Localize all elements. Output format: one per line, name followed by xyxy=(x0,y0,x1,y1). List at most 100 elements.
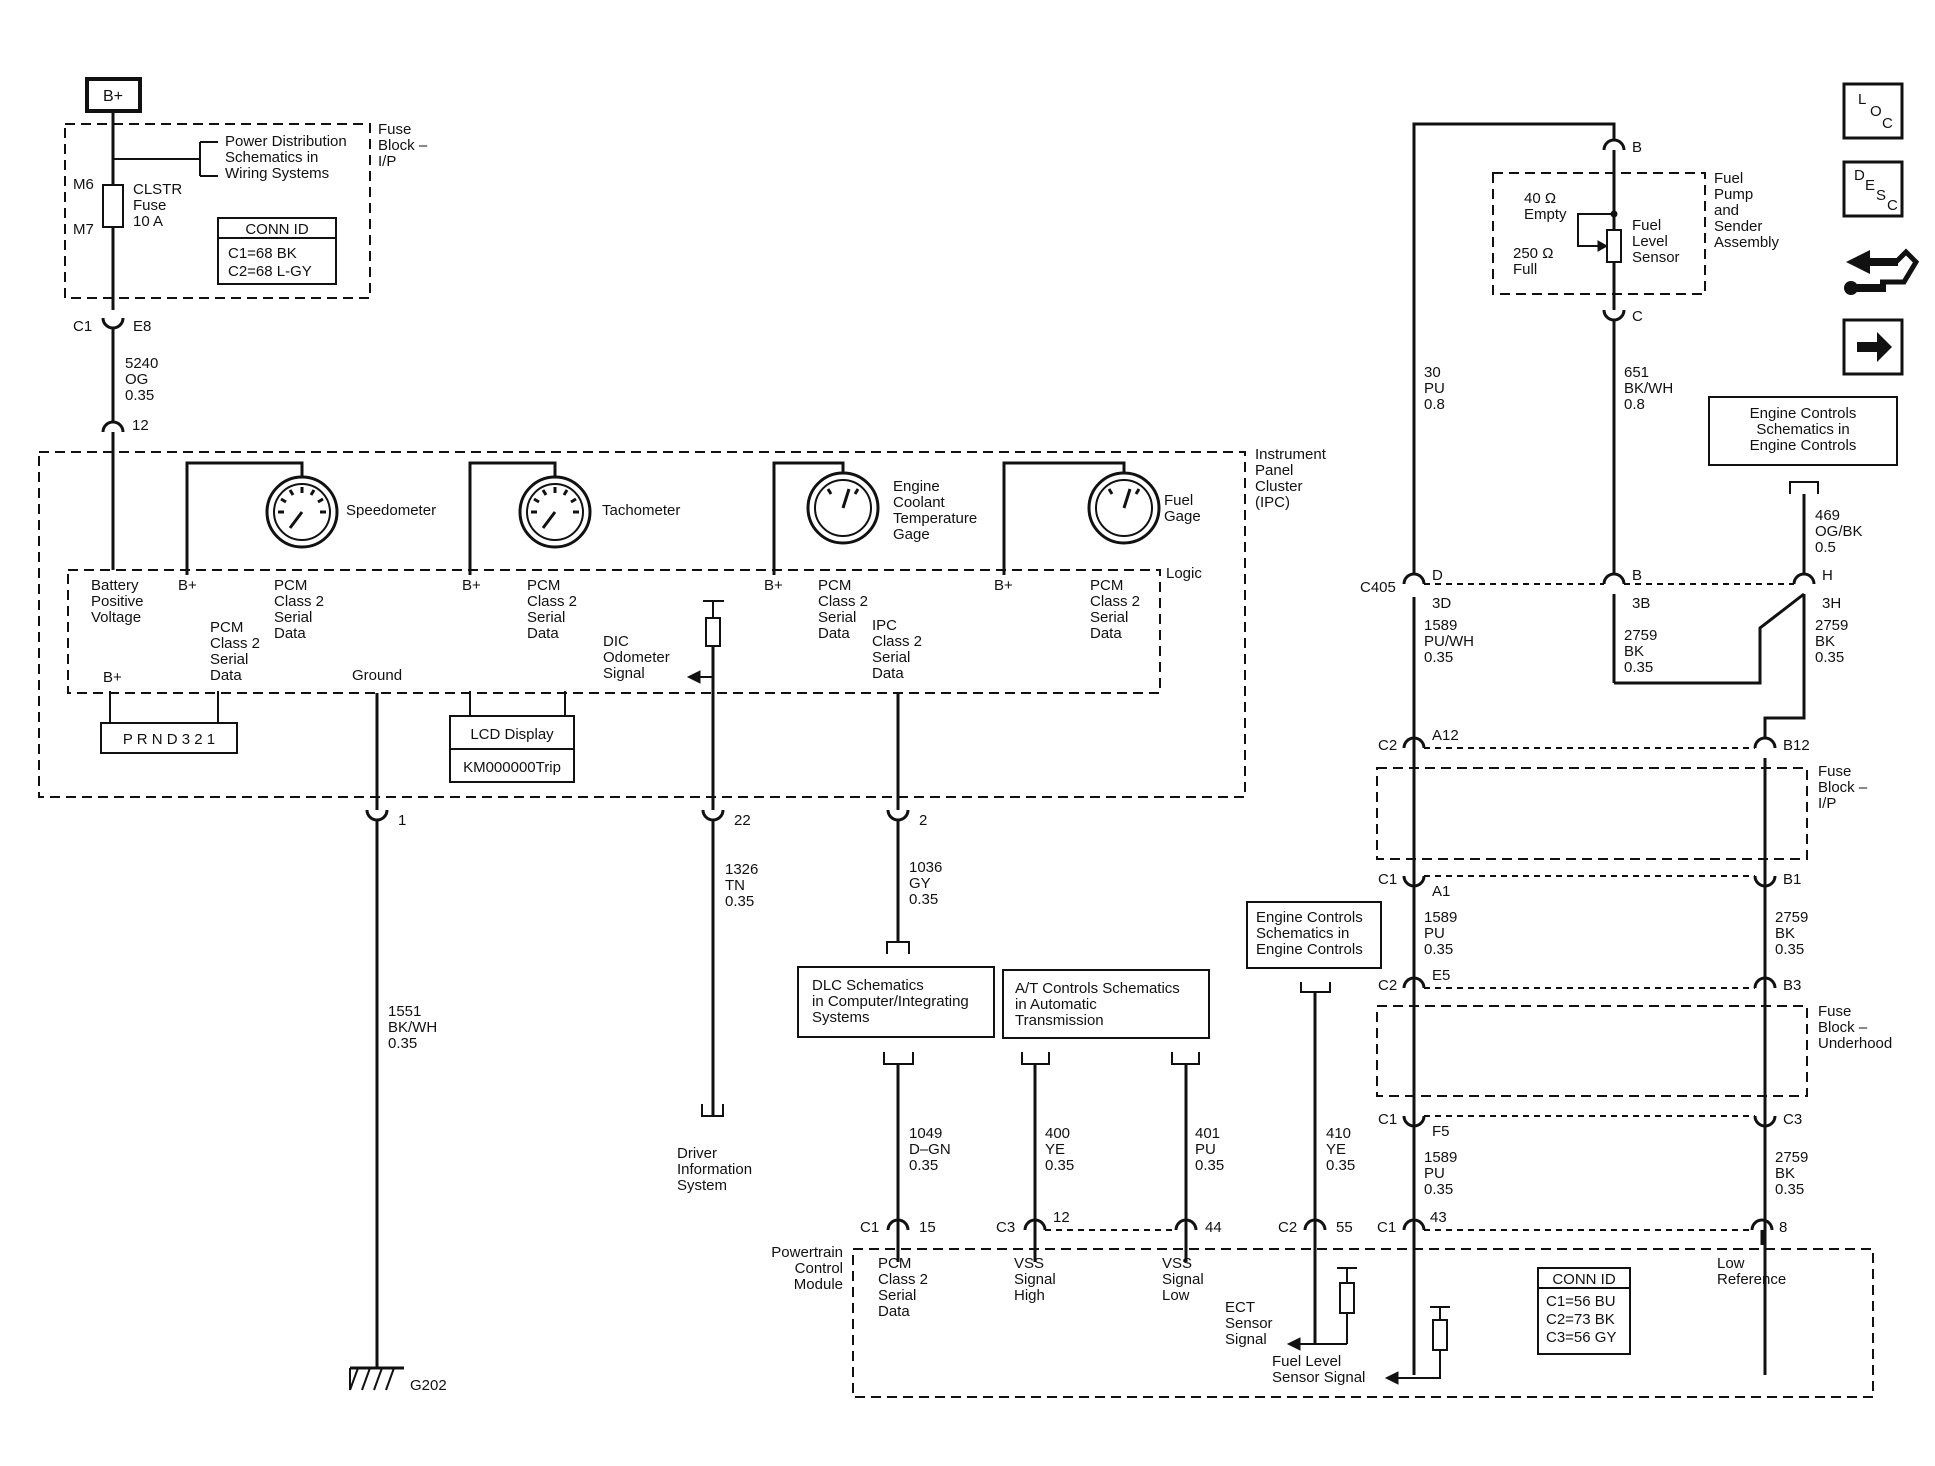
ipc-title: Instrument Panel Cluster (IPC) xyxy=(1255,446,1327,511)
ipc-ipc-class2-2-text: Serial xyxy=(872,649,910,666)
dic-pullup-resistor xyxy=(705,617,721,647)
fb-ip2-0-text: Fuse xyxy=(1818,763,1851,780)
pcm-vss-low-2-text: Low xyxy=(1162,1287,1190,1304)
engine-controls-ref-469[interactable]: Engine Controls Schematics in Engine Con… xyxy=(1708,396,1898,466)
connector-pin-12 xyxy=(101,420,125,433)
pcm-conn-lines-2-text: C3=56 GY xyxy=(1546,1329,1616,1346)
wire-segment xyxy=(1002,461,1126,575)
wire-1036-0-text: 1036 xyxy=(909,859,942,876)
fuse-block-underhood-title: Fuse Block – Underhood xyxy=(1818,1003,1892,1052)
pcm-class2-0-text: PCM xyxy=(878,1255,911,1272)
wire-651-1-text: BK/WH xyxy=(1624,380,1673,397)
wire-401-label: 401 PU 0.35 xyxy=(1195,1125,1224,1174)
wire-segment xyxy=(701,1104,724,1117)
ect-gauge: Engine Coolant Temperature Gage xyxy=(772,461,977,575)
wire-400-label: 400 YE 0.35 xyxy=(1045,1125,1074,1174)
icons-desc-0-text: D xyxy=(1854,167,1865,184)
fuse-block-ip-conn-lines-1-text: C2=68 L-GY xyxy=(228,263,312,280)
pcm-fuel-signal-1-text: Sensor Signal xyxy=(1272,1369,1365,1386)
ipc-pcm-class2-1-text: Class 2 xyxy=(274,593,324,610)
c2-top-b12-text: B12 xyxy=(1783,737,1810,754)
ect-sensor-signal-label: ECT Sensor Signal xyxy=(1225,1299,1273,1348)
fuel-full-label: 250 Ω Full xyxy=(1513,245,1553,278)
at-ref-1-text: in Automatic xyxy=(1015,996,1097,1013)
wire-segment xyxy=(288,489,295,496)
icons-desc-3-text: C xyxy=(1887,197,1898,214)
wire-30-0-text: 30 xyxy=(1424,364,1441,381)
fuel-pump-full-1-text: Full xyxy=(1513,261,1537,278)
tach-pcm-data-label: PCM Class 2 Serial Data xyxy=(527,577,577,642)
c1-mid-a1-text: A1 xyxy=(1432,883,1450,900)
fuel-gage-label: Fuel Gage xyxy=(1164,492,1201,525)
ipc-pcm-class2-3-text: Data xyxy=(274,625,306,642)
wire-30-2-text: 0.8 xyxy=(1424,396,1445,413)
c2-mid-e5-text: E5 xyxy=(1432,967,1450,984)
wire-segment xyxy=(841,488,851,509)
wire-segment xyxy=(772,461,845,575)
ipc-pcm-class2-1-text: Class 2 xyxy=(1090,593,1140,610)
wire-segment xyxy=(185,461,304,575)
ipc-title-3-text: (IPC) xyxy=(1255,494,1290,511)
fb-uh-0-text: Fuse xyxy=(1818,1003,1851,1020)
wire-segment xyxy=(1844,281,1858,295)
ipc-pcm-class2-0-text: PCM xyxy=(818,577,851,594)
next-arrow-icon[interactable] xyxy=(1842,318,1904,376)
wire-segment xyxy=(1597,240,1609,252)
at-controls-schematics-ref[interactable]: A/T Controls Schematics in Automatic Tra… xyxy=(1002,969,1210,1039)
engine-controls-ref-ect[interactable]: Engine Controls Schematics in Engine Con… xyxy=(1246,901,1382,969)
wire-410-0-text: 410 xyxy=(1326,1125,1351,1142)
fuel-level-sensor-label: Fuel Level Sensor xyxy=(1632,217,1680,266)
fuse-block-ip-title-1-text: Block – xyxy=(378,137,428,154)
wire-segment xyxy=(1171,1052,1200,1065)
ipc-pcm-class2-2-text: Serial xyxy=(818,609,856,626)
diagnostic-tool-icon[interactable] xyxy=(1844,248,1920,295)
wire-segment xyxy=(1023,1218,1047,1231)
power-distribution-ref[interactable]: Power Distribution Schematics in Wiring … xyxy=(225,133,347,182)
ground-g202-icon xyxy=(349,1366,404,1391)
fuse-block-ip-fuse-2-text: 10 A xyxy=(133,213,163,230)
prnd-display-text: P R N D 3 2 1 xyxy=(123,731,215,748)
ipc-pin-1 xyxy=(365,809,389,822)
fuel-pump-title: Fuel Pump and Sender Assembly xyxy=(1714,170,1780,251)
fuse-block-underhood-box xyxy=(1376,1005,1808,1097)
pcm-vss-high-2-text: High xyxy=(1014,1287,1045,1304)
connector-c1-a1-b1 xyxy=(1402,875,1777,888)
ipc-battery-0-text: Battery xyxy=(91,577,139,594)
wire-1326-1-text: TN xyxy=(725,877,745,894)
at-ref-0-text: A/T Controls Schematics xyxy=(1015,980,1180,997)
ipc-fuel-gage-1-text: Gage xyxy=(1164,508,1201,525)
loc-icon[interactable]: L O C xyxy=(1842,82,1904,140)
dlc-ref-1-text: in Computer/Integrating xyxy=(812,993,969,1010)
lcd-display-value: KM000000Trip xyxy=(463,759,561,776)
wire-segment xyxy=(1246,901,1382,969)
fb-uh-1-text: Block – xyxy=(1818,1019,1868,1036)
c1-mid-b1-text: B1 xyxy=(1783,871,1801,888)
wire-401-2-text: 0.35 xyxy=(1195,1157,1224,1174)
fuse-block-ip-fuse-1-text: Fuse xyxy=(133,197,166,214)
wire-1589c-0-text: 1589 xyxy=(1424,1149,1457,1166)
driver-information-system-ref[interactable]: Driver Information System xyxy=(677,1145,752,1194)
wire-segment xyxy=(273,483,331,541)
fuel-pump-title-3-text: Sender xyxy=(1714,218,1762,235)
wire-1049-1-text: D–GN xyxy=(909,1141,951,1158)
pcm-title-0-text: Powertrain xyxy=(771,1244,843,1261)
wire-segment xyxy=(541,489,548,496)
pcm-conn-c2-text: C2 xyxy=(1278,1219,1297,1236)
pcm-title: Powertrain Control Module xyxy=(771,1244,843,1293)
ipc-title-1-text: Panel xyxy=(1255,462,1293,479)
wire-segment xyxy=(1107,488,1114,495)
pin-12-text: 12 xyxy=(132,417,149,434)
driver-info-0-text: Driver xyxy=(677,1145,717,1162)
dlc-schematics-ref[interactable]: DLC Schematics in Computer/Integrating S… xyxy=(797,966,995,1038)
ipc-dic-signal-2-text: Signal xyxy=(603,665,645,682)
desc-icon[interactable]: D E S C xyxy=(1842,160,1904,218)
wire-segment xyxy=(1402,875,1426,888)
wire-segment xyxy=(317,497,324,504)
wire-segment xyxy=(1134,488,1141,495)
wire-segment xyxy=(1174,1218,1198,1231)
c2-top-a12-text: A12 xyxy=(1432,727,1459,744)
wire-2759c-2-text: 0.35 xyxy=(1775,941,1804,958)
c1-low-c-text: C1 xyxy=(1378,1111,1397,1128)
wire-2759b-2-text: 0.35 xyxy=(1815,649,1844,666)
vss-signal-high-label: VSS Signal High xyxy=(1014,1255,1056,1304)
